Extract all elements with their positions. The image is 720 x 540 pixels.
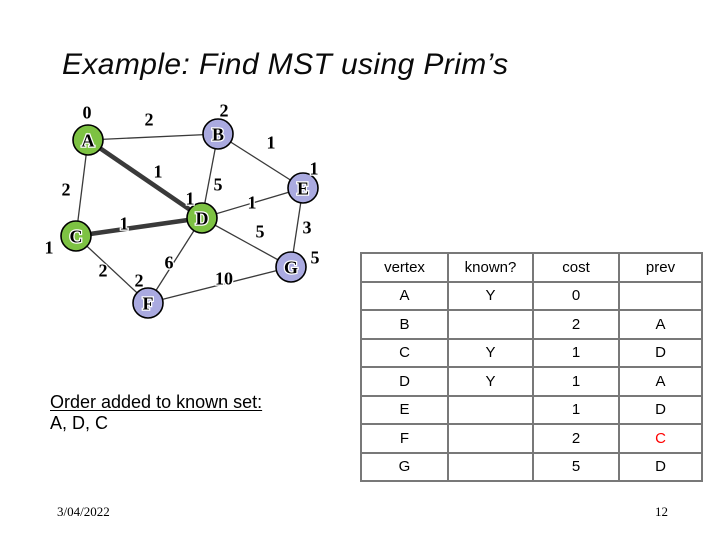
cell-D-cost: 1 [532, 366, 620, 397]
edge-D-F [147, 217, 203, 304]
edge-B-E [217, 133, 304, 189]
node-cost-D: 1 [186, 188, 195, 208]
cell-C-vertex: C [360, 337, 449, 368]
node-E [287, 172, 319, 204]
footer-date: 3/04/2022 [57, 504, 110, 519]
node-letter-G: G [284, 257, 298, 277]
edge-A-B [87, 133, 219, 141]
edge-F-G [147, 266, 292, 304]
edge-weight-D-G: 5 [256, 221, 265, 241]
cell-E-vertex: E [360, 394, 449, 425]
edge-A-C [75, 139, 89, 237]
cell-B-known [447, 309, 534, 340]
node-G [275, 251, 307, 283]
order-added-value: A, D, C [50, 413, 109, 433]
edge-weight-C-F: 2 [99, 260, 108, 280]
cell-A-cost: 0 [532, 280, 620, 311]
cell-B-cost: 2 [532, 309, 620, 340]
edge-C-F [75, 235, 149, 304]
node-D [186, 202, 218, 234]
cell-G-known [447, 451, 534, 482]
edge-A-D [86, 138, 204, 220]
edge-weight-D-E: 1 [248, 192, 257, 212]
cell-C-prev: D [618, 337, 703, 368]
cell-G-prev: D [618, 451, 703, 482]
cell-E-cost: 1 [532, 394, 620, 425]
edge-weight-C-D: 1 [120, 213, 129, 233]
cell-A-known: Y [447, 280, 534, 311]
node-C [60, 220, 92, 252]
node-cost-B: 2 [220, 100, 229, 120]
column-header-cost: cost [532, 252, 620, 283]
edge-weight-F-G: 10 [215, 268, 233, 288]
node-B [202, 118, 234, 150]
node-A [72, 124, 104, 156]
cell-A-vertex: A [360, 280, 449, 311]
node-letter-E: E [297, 178, 309, 198]
node-letter-F: F [143, 293, 154, 313]
node-letter-D: D [196, 208, 209, 228]
cell-C-known: Y [447, 337, 534, 368]
node-cost-A: 0 [83, 102, 92, 122]
order-note: Order added to known set: A, D, C [50, 392, 262, 434]
node-F [132, 287, 164, 319]
node-letter-C: C [70, 226, 83, 246]
cell-G-vertex: G [360, 451, 449, 482]
cell-D-prev: A [618, 366, 703, 397]
edge-weight-B-D: 5 [214, 174, 223, 194]
cell-B-vertex: B [360, 309, 449, 340]
cell-B-prev: A [618, 309, 703, 340]
cell-E-prev: D [618, 394, 703, 425]
cell-F-known [447, 423, 534, 454]
node-cost-C: 1 [45, 237, 54, 257]
cell-G-cost: 5 [532, 451, 620, 482]
edge-D-E [201, 187, 304, 219]
edge-weight-D-F: 6 [165, 252, 174, 272]
slide-title: Example: Find MST using Prim’s [62, 48, 509, 81]
cell-A-prev [618, 280, 703, 311]
column-header-vertex: vertex [360, 252, 449, 283]
column-header-prev: prev [618, 252, 703, 283]
edge-weight-A-D: 1 [154, 161, 163, 181]
edge-weight-B-E: 1 [267, 132, 276, 152]
edge-C-D [75, 215, 203, 239]
cell-E-known [447, 394, 534, 425]
cell-D-known: Y [447, 366, 534, 397]
node-letter-A: A [82, 130, 95, 150]
column-header-known: known? [447, 252, 534, 283]
edge-weight-A-C: 2 [62, 179, 71, 199]
cell-F-vertex: F [360, 423, 449, 454]
order-added-heading: Order added to known set: [50, 392, 263, 412]
cell-C-cost: 1 [532, 337, 620, 368]
node-cost-G: 5 [311, 247, 320, 267]
node-cost-F: 2 [135, 270, 144, 290]
cell-F-prev: C [618, 423, 703, 454]
cell-F-cost: 2 [532, 423, 620, 454]
edge-weight-A-B: 2 [145, 109, 154, 129]
edge-D-G [201, 217, 292, 268]
cell-D-vertex: D [360, 366, 449, 397]
footer-page-number: 12 [655, 504, 668, 519]
edge-weight-E-G: 3 [303, 217, 312, 237]
node-cost-E: 1 [310, 158, 319, 178]
node-letter-B: B [212, 124, 224, 144]
